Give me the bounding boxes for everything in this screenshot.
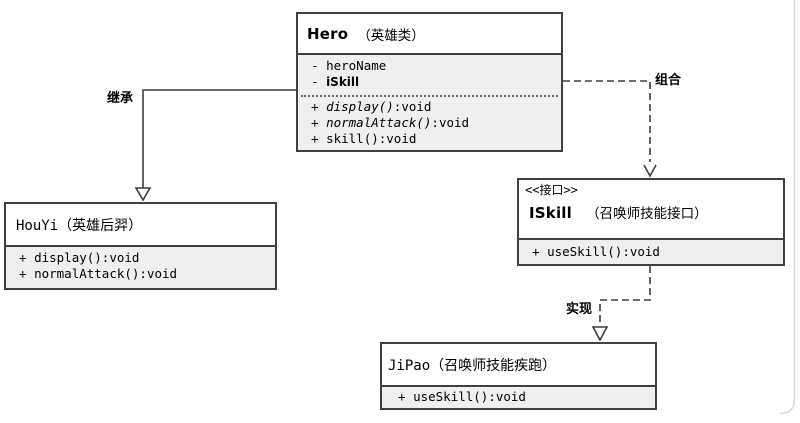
method-row: + skill():void bbox=[298, 131, 561, 147]
method-row: + normalAttack():void bbox=[6, 266, 275, 282]
visibility-sign: + bbox=[311, 115, 319, 130]
attribute-row: - iSkill bbox=[298, 74, 561, 90]
hero-class-name: Hero bbox=[307, 24, 349, 43]
method-signature: display() bbox=[34, 250, 102, 265]
method-row: + useSkill():void bbox=[382, 388, 655, 405]
composition-label: 组合 bbox=[655, 73, 682, 88]
method-signature: normalAttack() bbox=[34, 266, 140, 281]
houyi-class-name: HouYi（英雄后羿） bbox=[16, 217, 143, 234]
houyi-class-body: + display():void + normalAttack():void bbox=[6, 247, 275, 288]
class-box-houyi: HouYi（英雄后羿） + display():void + normalAtt… bbox=[4, 202, 277, 290]
composition-arrow-icon bbox=[643, 164, 657, 178]
method-return-type: :void bbox=[488, 389, 526, 404]
visibility-sign: + bbox=[311, 99, 319, 114]
visibility-sign: + bbox=[311, 131, 319, 146]
method-return-type: :void bbox=[622, 244, 660, 259]
hero-class-body: - heroName - iSkill + display():void + n… bbox=[298, 55, 561, 150]
realization-line bbox=[599, 266, 651, 325]
interface-box-iskill: <<接口>> ISkill （召唤师技能接口） + useSkill():voi… bbox=[517, 178, 785, 266]
visibility-sign: + bbox=[398, 389, 406, 404]
method-signature: display() bbox=[326, 99, 394, 114]
class-box-jipao: JiPao（召唤师技能疾跑） + useSkill():void bbox=[380, 342, 657, 410]
iskill-interface-title: <<接口>> ISkill （召唤师技能接口） bbox=[519, 180, 783, 240]
realization-label: 实现 bbox=[566, 302, 593, 317]
realization-triangle-icon bbox=[591, 326, 609, 342]
method-return-type: :void bbox=[393, 99, 432, 114]
inheritance-triangle-icon bbox=[134, 187, 152, 202]
method-row: + normalAttack():void bbox=[298, 115, 561, 131]
inheritance-line bbox=[142, 89, 296, 188]
jipao-class-name: JiPao（召唤师技能疾跑） bbox=[388, 357, 557, 374]
method-signature: skill() bbox=[326, 131, 379, 146]
attribute-name: iSkill bbox=[326, 75, 360, 89]
iskill-interface-name: ISkill bbox=[529, 204, 572, 222]
window-edge bbox=[779, 0, 796, 415]
class-box-hero: Hero （英雄类） - heroName - iSkill + display… bbox=[296, 12, 563, 152]
iskill-interface-alias: （召唤师技能接口） bbox=[586, 206, 708, 222]
hero-class-title: Hero （英雄类） bbox=[298, 14, 561, 55]
iskill-name-line: ISkill （召唤师技能接口） bbox=[519, 203, 783, 224]
jipao-class-body: + useSkill():void bbox=[382, 387, 655, 408]
attribute-row: - heroName bbox=[298, 58, 561, 74]
visibility-sign: - bbox=[311, 74, 319, 89]
houyi-class-title: HouYi（英雄后羿） bbox=[6, 204, 275, 247]
method-row: + display():void bbox=[6, 250, 275, 266]
attribute-name: heroName bbox=[326, 58, 387, 73]
method-signature: normalAttack() bbox=[326, 115, 432, 130]
inheritance-label: 继承 bbox=[107, 91, 134, 106]
method-signature: useSkill() bbox=[547, 244, 623, 259]
visibility-sign: + bbox=[19, 266, 27, 281]
method-return-type: :void bbox=[139, 266, 178, 281]
method-signature: useSkill() bbox=[413, 389, 489, 404]
method-row: + useSkill():void bbox=[519, 242, 783, 261]
attributes-methods-separator bbox=[301, 95, 558, 97]
visibility-sign: + bbox=[19, 250, 27, 265]
jipao-class-title: JiPao（召唤师技能疾跑） bbox=[382, 344, 655, 387]
method-return-type: :void bbox=[378, 131, 417, 146]
hero-class-alias: （英雄类） bbox=[357, 27, 425, 44]
visibility-sign: + bbox=[532, 244, 540, 259]
iskill-interface-body: + useSkill():void bbox=[519, 240, 783, 264]
composition-line bbox=[563, 80, 651, 162]
method-row: + display():void bbox=[298, 99, 561, 115]
method-return-type: :void bbox=[101, 250, 140, 265]
visibility-sign: - bbox=[311, 58, 319, 73]
interface-stereotype: <<接口>> bbox=[525, 183, 578, 197]
method-return-type: :void bbox=[431, 115, 470, 130]
